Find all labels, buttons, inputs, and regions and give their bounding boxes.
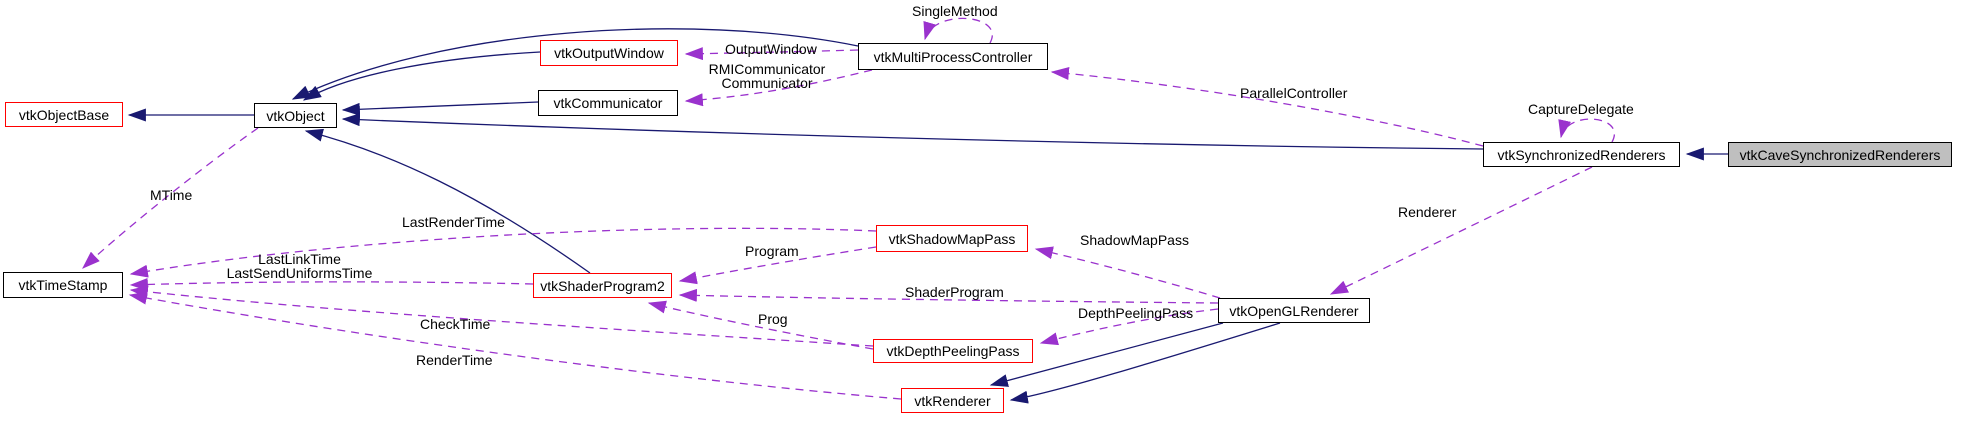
edge-renderer — [1329, 166, 1593, 295]
node-vtkDepthPeelingPass[interactable]: vtkDepthPeelingPass — [873, 339, 1033, 363]
edge-label-mtime: MTime — [150, 187, 193, 203]
node-vtkObject[interactable]: vtkObject — [254, 103, 337, 128]
edge-shaderprogram — [678, 288, 1219, 304]
edge-label-rendertime: RenderTime — [416, 352, 493, 368]
edge-outputwindow — [684, 47, 859, 61]
edge-label-checktime: CheckTime — [420, 316, 491, 332]
edge-vtkOpenGLRenderer-to-vtkRenderer-2 — [1009, 322, 1281, 404]
node-vtkOutputWindow[interactable]: vtkOutputWindow — [540, 40, 678, 66]
edge-label-lastrendertime: LastRenderTime — [402, 214, 505, 230]
edge-vtkShaderProgram2-to-vtkObject — [304, 128, 591, 274]
node-vtkShadowMapPass[interactable]: vtkShadowMapPass — [876, 225, 1028, 252]
edge-capturedelegate-selfloop — [1558, 118, 1615, 143]
node-vtkSynchronizedRenderers[interactable]: vtkSynchronizedRenderers — [1483, 142, 1680, 167]
edge-label-program: Program — [745, 243, 799, 259]
node-vtkOpenGLRenderer[interactable]: vtkOpenGLRenderer — [1218, 298, 1370, 323]
node-vtkObjectBase[interactable]: vtkObjectBase — [5, 102, 123, 127]
edge-label-lastlinktime-line2: LastSendUniformsTime — [226, 265, 373, 281]
node-vtkTimeStamp[interactable]: vtkTimeStamp — [3, 272, 123, 298]
edge-singlemethod-selfloop — [923, 17, 993, 44]
node-vtkCommunicator[interactable]: vtkCommunicator — [538, 90, 678, 116]
edge-rendertime — [128, 291, 902, 400]
node-vtkShaderProgram2[interactable]: vtkShaderProgram2 — [533, 273, 672, 298]
edge-vtkOpenGLRenderer-to-vtkRenderer-1 — [989, 322, 1224, 387]
node-vtkCaveSynchronizedRenderers: vtkCaveSynchronizedRenderers — [1728, 142, 1952, 167]
edge-label-lastlinktime: LastLinkTime LastSendUniformsTime — [222, 252, 377, 280]
edge-vtkSynchronizedRenderers-to-vtkObject — [341, 113, 1484, 150]
edge-depthpeelingpass — [1039, 308, 1219, 346]
edge-shadowmappass — [1034, 246, 1221, 299]
edge-label-depthpeelingpass: DepthPeelingPass — [1078, 305, 1194, 321]
edge-vtkMultiProcessController-to-vtkObject — [291, 28, 859, 100]
edge-lastlinktime — [129, 277, 534, 291]
edge-lastrendertime — [129, 227, 877, 278]
edge-checktime — [129, 285, 874, 347]
edge-label-shaderprogram: ShaderProgram — [905, 284, 1004, 300]
edge-vtkOutputWindow-to-vtkObject — [302, 51, 541, 101]
edge-label-rmicommunicator: RMICommunicator Communicator — [708, 62, 826, 90]
edge-label-rmicommunicator-line2: Communicator — [721, 75, 813, 91]
edge-prog — [647, 300, 874, 350]
edge-label-shadowmappass: ShadowMapPass — [1080, 232, 1189, 248]
node-vtkMultiProcessController[interactable]: vtkMultiProcessController — [858, 43, 1048, 70]
edge-label-rmicommunicator-line1: RMICommunicator — [708, 61, 826, 77]
edge-label-capturedelegate: CaptureDelegate — [1528, 101, 1634, 117]
edge-label-prog: Prog — [758, 311, 788, 327]
edge-label-renderer: Renderer — [1398, 204, 1457, 220]
edge-parallelcontroller — [1050, 67, 1484, 147]
edge-label-singlemethod: SingleMethod — [912, 3, 998, 19]
edge-label-parallelcontroller: ParallelController — [1240, 85, 1348, 101]
edge-vtkCommunicator-to-vtkObject — [341, 101, 539, 116]
edge-label-lastlinktime-line1: LastLinkTime — [258, 251, 341, 267]
node-vtkRenderer[interactable]: vtkRenderer — [901, 388, 1004, 413]
edge-mtime — [82, 127, 259, 269]
edge-label-outputwindow: OutputWindow — [725, 41, 817, 57]
edge-rmicommunicator — [684, 69, 873, 107]
